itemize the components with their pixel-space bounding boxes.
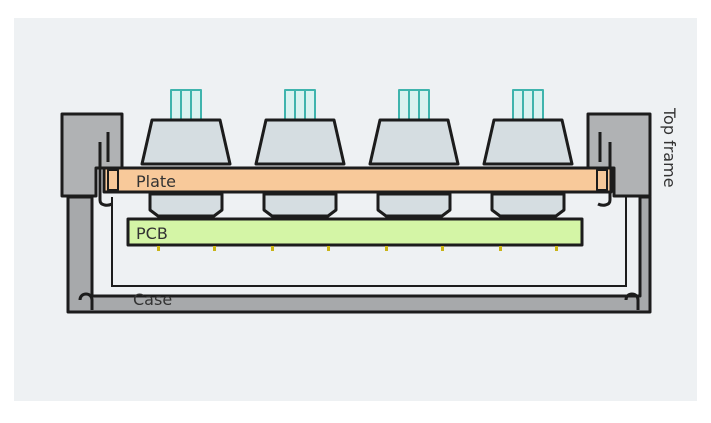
diagram-background xyxy=(14,18,697,401)
solder-pin xyxy=(327,246,330,251)
solder-pin xyxy=(499,246,502,251)
switch-bottom-housing xyxy=(262,192,338,218)
solder-pin xyxy=(441,246,444,251)
switch-top-housing xyxy=(482,118,574,166)
switch-stem xyxy=(170,89,202,121)
switch xyxy=(140,89,232,251)
solder-pin xyxy=(271,246,274,251)
switch-stem xyxy=(284,89,316,121)
top-frame-label: Top frame xyxy=(660,107,679,188)
left-case-hook xyxy=(78,292,94,310)
switch xyxy=(368,89,460,251)
switch-stem xyxy=(512,89,544,121)
top-frame-right-clip xyxy=(597,132,612,207)
plate-label: Plate xyxy=(136,172,176,191)
switch-bottom-housing xyxy=(148,192,224,218)
plate xyxy=(102,166,613,194)
case-inner-wall xyxy=(111,197,627,287)
switch-top-housing xyxy=(368,118,460,166)
right-case-hook xyxy=(624,292,640,310)
solder-pin xyxy=(385,246,388,251)
pcb xyxy=(126,217,584,247)
solder-pin xyxy=(157,246,160,251)
switches xyxy=(140,89,574,251)
plate-edge-right xyxy=(596,169,608,191)
switch xyxy=(482,89,574,251)
plate-edge-left xyxy=(107,169,119,191)
case-label: Case xyxy=(133,290,172,309)
pcb-label: PCB xyxy=(136,224,168,243)
switch-top-housing xyxy=(254,118,346,166)
solder-pin xyxy=(555,246,558,251)
switch-bottom-housing xyxy=(376,192,452,218)
switch-stem xyxy=(398,89,430,121)
switch-top-housing xyxy=(140,118,232,166)
solder-pin xyxy=(213,246,216,251)
switch xyxy=(254,89,346,251)
switch-bottom-housing xyxy=(490,192,566,218)
top-frame-left-clip xyxy=(98,132,113,207)
